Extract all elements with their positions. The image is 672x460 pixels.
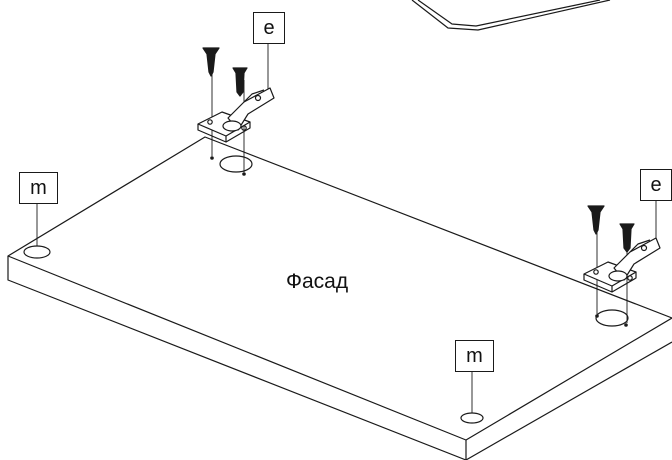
callout-bumper-left: m (19, 172, 58, 204)
screw-icon (232, 67, 248, 97)
callout-bumper-bottom: m (455, 340, 494, 372)
screw-icon (202, 47, 220, 77)
screw-icon (619, 223, 635, 253)
callout-hinge-top: e (253, 12, 285, 44)
hinge-cup-hole-top (219, 155, 253, 173)
hinge-top (197, 47, 275, 143)
bumper-pad-left (23, 245, 51, 259)
screw-icon (587, 205, 605, 235)
pilot-holes (210, 156, 628, 327)
bumper-pad-bottom (460, 412, 484, 424)
cabinet-corner-fragment (411, 0, 611, 31)
hinge-right (583, 205, 661, 293)
callout-hinge-right: e (640, 169, 672, 201)
facade-label: Фасад (286, 270, 349, 293)
hinge-cup-hole-right (595, 309, 629, 327)
facade-panel (7, 136, 672, 460)
